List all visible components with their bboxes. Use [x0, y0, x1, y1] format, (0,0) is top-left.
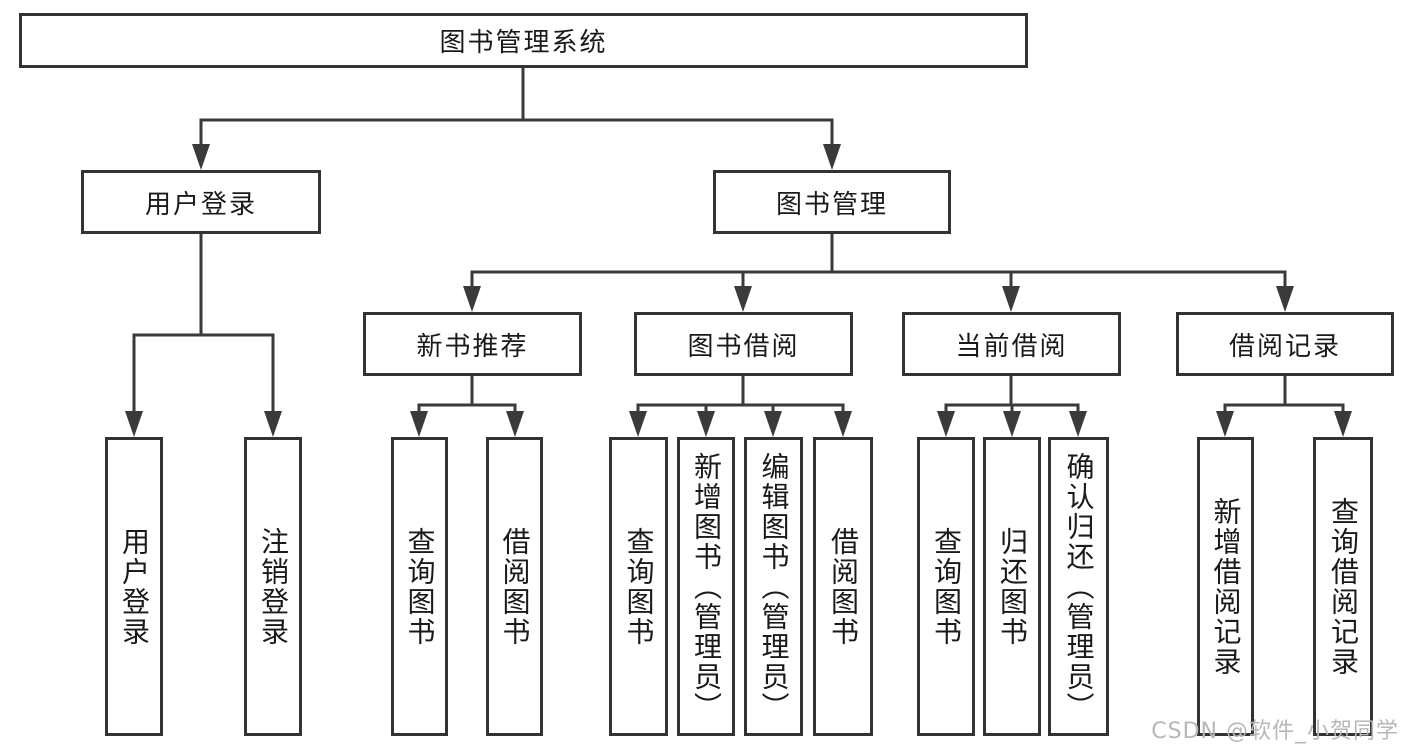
leaf-borrow-books-newbook: 借阅图书	[486, 437, 543, 736]
leaf-label: 借阅图书	[827, 526, 860, 647]
node-book-management: 图书管理	[713, 170, 951, 234]
leaf-return-books: 归还图书	[983, 437, 1041, 736]
arrow-down-icon	[1003, 411, 1021, 437]
leaf-logout: 注销登录	[244, 437, 302, 736]
arrow-down-icon	[410, 411, 428, 437]
arrow-down-icon	[1216, 411, 1234, 437]
leaf-label: 编辑图书（管理员）	[757, 451, 791, 722]
tree-edges	[132, 66, 1345, 413]
leaf-confirm-return-admin: 确认归还（管理员）	[1048, 437, 1109, 736]
leaf-edit-books-admin: 编辑图书（管理员）	[744, 437, 803, 736]
csdn-watermark: CSDN @软件_小贺同学	[1151, 719, 1399, 744]
leaf-query-borrow-record: 查询借阅记录	[1313, 437, 1373, 736]
arrow-down-icon	[1002, 286, 1020, 312]
leaf-label: 查询图书	[622, 526, 656, 647]
leaf-label: 新增图书（管理员）	[690, 451, 723, 722]
arrow-down-icon	[734, 286, 752, 312]
arrowhead-icons	[125, 144, 1352, 437]
arrow-down-icon	[629, 411, 647, 437]
arrow-down-icon	[463, 286, 481, 312]
leaf-label: 注销登录	[257, 526, 290, 647]
arrow-down-icon	[823, 144, 841, 170]
leaf-label: 借阅图书	[498, 526, 532, 647]
arrow-down-icon	[192, 144, 210, 170]
arrow-down-icon	[125, 411, 143, 437]
node-current-borrow: 当前借阅	[902, 312, 1121, 376]
node-library-management-system: 图书管理系统	[19, 13, 1028, 68]
arrow-down-icon	[834, 411, 852, 437]
arrow-down-icon	[1069, 411, 1087, 437]
leaf-label: 用户登录	[118, 526, 151, 647]
leaf-query-books-current: 查询图书	[917, 437, 975, 736]
leaf-label: 查询图书	[403, 526, 437, 647]
leaf-label: 归还图书	[996, 526, 1029, 647]
node-book-borrow: 图书借阅	[634, 312, 853, 376]
leaf-add-books-admin: 新增图书（管理员）	[677, 437, 735, 736]
arrow-down-icon	[937, 411, 955, 437]
leaf-label: 查询借阅记录	[1327, 496, 1360, 677]
leaf-add-borrow-record: 新增借阅记录	[1197, 437, 1254, 736]
node-user-login: 用户登录	[81, 170, 321, 234]
leaf-label: 查询图书	[930, 526, 963, 647]
leaf-label: 确认归还（管理员）	[1062, 451, 1096, 722]
leaf-user-login: 用户登录	[105, 437, 163, 736]
arrow-down-icon	[1276, 286, 1294, 312]
leaf-label: 新增借阅记录	[1209, 496, 1243, 677]
node-borrow-records: 借阅记录	[1176, 312, 1394, 376]
node-new-book-recommend: 新书推荐	[363, 312, 582, 376]
arrow-down-icon	[1334, 411, 1352, 437]
arrow-down-icon	[264, 411, 282, 437]
leaf-query-books-newbook: 查询图书	[391, 437, 448, 736]
arrow-down-icon	[764, 411, 782, 437]
leaf-query-books-borrow: 查询图书	[609, 437, 668, 736]
arrow-down-icon	[697, 411, 715, 437]
leaf-borrow-books-borrow: 借阅图书	[813, 437, 873, 736]
arrow-down-icon	[506, 411, 524, 437]
